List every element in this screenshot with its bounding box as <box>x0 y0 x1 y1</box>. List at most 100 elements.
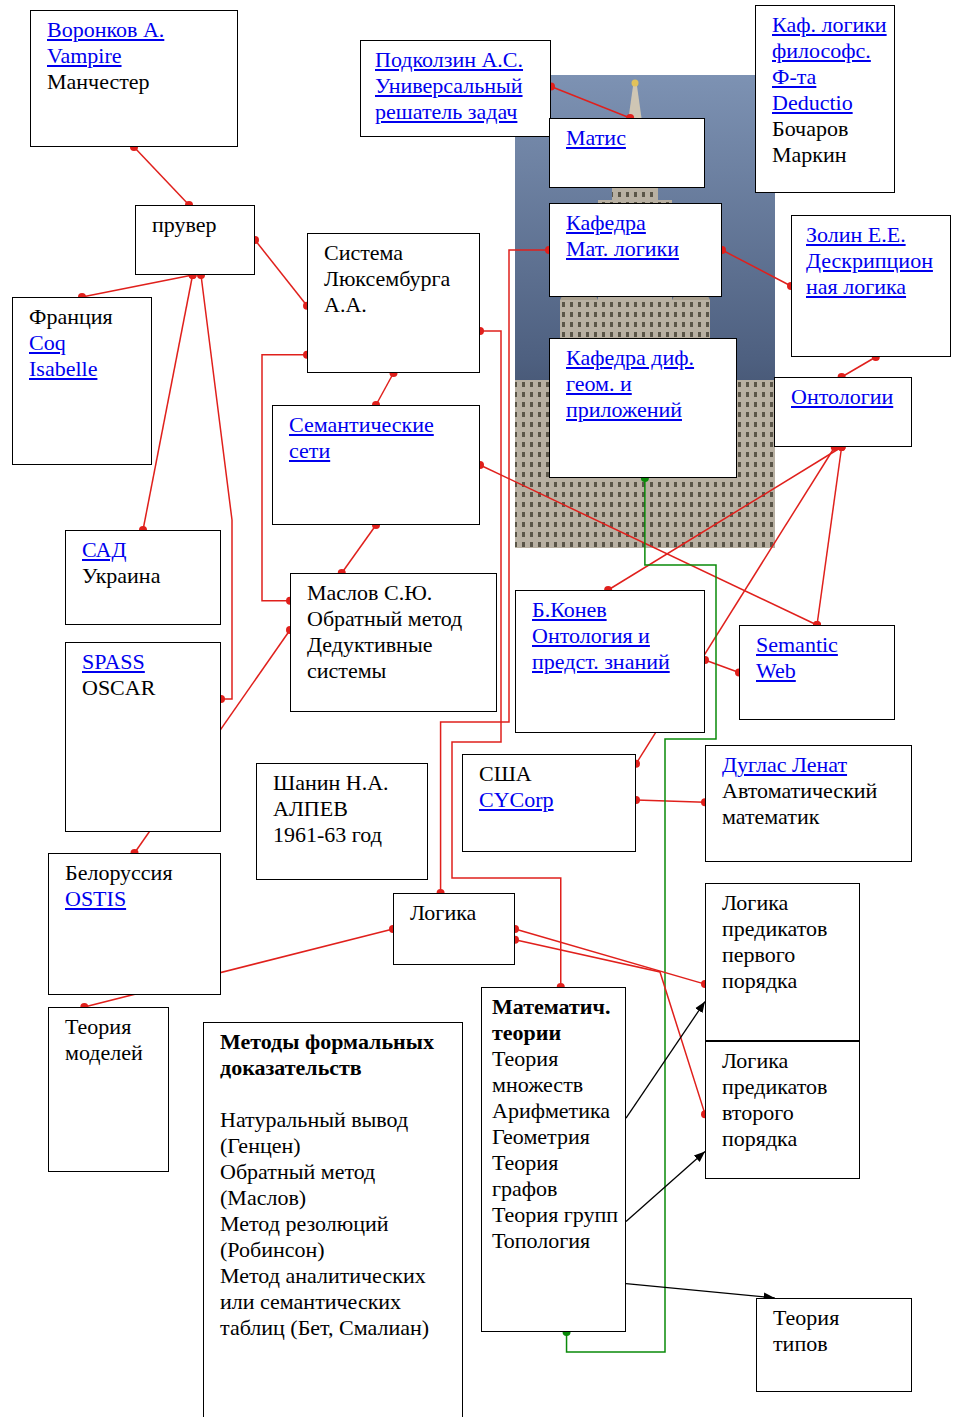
box-text: Дедуктивные системы <box>307 632 492 684</box>
box-text: Логика предикатов второго порядка <box>722 1048 852 1152</box>
box-text: Система Люксембурга А.А. <box>324 240 474 318</box>
link-text: Б.Конев <box>532 597 697 623</box>
connector-group <box>372 369 398 409</box>
connector <box>817 447 842 625</box>
connector-group <box>626 1002 705 1119</box>
connector <box>515 929 705 984</box>
topic-box: Онтологии <box>774 377 912 447</box>
topic-box: Дуглас ЛенатАвтоматический математик <box>705 745 912 862</box>
topic-box: Теория типов <box>756 1298 912 1392</box>
connector <box>82 275 193 297</box>
link-text: Дуглас Ленат <box>722 752 907 778</box>
connector <box>551 87 630 118</box>
link-text: Coq <box>29 330 147 356</box>
connector-group <box>626 1284 775 1298</box>
topic-box: Б.КоневОнтология и предст. знаний <box>515 590 705 733</box>
link-text: Vampire <box>47 43 232 69</box>
link-text: Semantic Web <box>756 632 866 684</box>
box-text: Теория моделей <box>65 1014 164 1066</box>
spire-star <box>632 80 639 87</box>
link-text: Deductio <box>772 90 890 116</box>
topic-box: Методы формальных доказательствНатуральн… <box>203 1022 463 1417</box>
connector <box>626 1151 705 1221</box>
link-text: Дескрипцион ная логика <box>806 248 946 300</box>
connector-group <box>197 271 232 703</box>
connector <box>342 525 376 573</box>
topic-box: Шанин Н.А.АЛПЕВ1961-63 год <box>256 763 428 880</box>
topic-box: SPASSOSCAR <box>65 642 221 832</box>
topic-box: прувер <box>135 205 255 275</box>
link-text: Онтология и предст. знаний <box>532 623 697 675</box>
link-text: САД <box>82 537 212 563</box>
connector <box>705 660 739 672</box>
topic-box: Теория моделей <box>48 1007 169 1172</box>
box-text: Теория групп <box>492 1202 621 1228</box>
link-text: Isabelle <box>29 356 147 382</box>
connector-group <box>701 656 743 676</box>
box-text: АЛПЕВ <box>273 796 423 822</box>
link-text: Воронков А. <box>47 17 232 43</box>
box-text: Методы формальных доказательств <box>220 1029 452 1081</box>
box-text: Арифметика <box>492 1098 621 1124</box>
topic-box: Воронков А.VampireМанчестер <box>30 10 238 147</box>
topic-box: БелоруссияOSTIS <box>48 853 221 995</box>
link-text: Кафедра Мат. логики <box>566 210 693 262</box>
box-text: Метод резолюций (Робинсон) <box>220 1211 452 1263</box>
topic-box: Кафедра диф. геом. и приложений <box>549 338 737 478</box>
box-text: Логика предикатов первого порядка <box>722 890 852 994</box>
topic-box: САДУкраина <box>65 530 221 625</box>
connector-group <box>130 143 193 209</box>
link-text: Кафедра диф. геом. и приложений <box>566 345 706 423</box>
connector-group <box>511 925 709 988</box>
box-text: Белоруссия <box>65 860 215 886</box>
link-text: CYCorp <box>479 787 629 813</box>
link-text: Подколзин А.С. <box>375 47 545 73</box>
box-text: Геометрия <box>492 1124 621 1150</box>
topic-box: Логика <box>393 893 515 965</box>
link-text: OSTIS <box>65 886 215 912</box>
connector-group <box>718 246 795 290</box>
box-text: Маслов С.Ю. <box>307 580 492 606</box>
box-text: Франция <box>29 304 147 330</box>
connector-group <box>626 1151 705 1221</box>
box-text: Бочаров <box>772 116 890 142</box>
connector <box>636 800 705 802</box>
topic-box: ФранцияCoqIsabelle <box>12 297 152 465</box>
topic-box: Маслов С.Ю.Обратный методДедуктивные сис… <box>290 573 497 712</box>
box-text: Автоматический математик <box>722 778 907 830</box>
connector-group <box>813 443 846 629</box>
box-text: Теория графов <box>492 1150 621 1202</box>
box-text: Логика <box>410 900 510 926</box>
box-text: Украина <box>82 563 212 589</box>
topic-box: Логика предикатов первого порядка <box>705 883 860 1041</box>
topic-box: Подколзин А.С.Универсальный решатель зад… <box>360 40 551 137</box>
topic-box: Система Люксембурга А.А. <box>307 233 480 373</box>
box-text: Шанин Н.А. <box>273 770 423 796</box>
link-text: Матис <box>566 125 696 151</box>
box-text: Метод аналитических или семантических та… <box>220 1263 452 1341</box>
connector <box>842 357 876 377</box>
topic-box: Логика предикатов второго порядка <box>705 1041 860 1179</box>
connector-group <box>338 521 380 577</box>
topic-box: Математич. теорииТеория множествАрифмети… <box>481 987 626 1332</box>
box-text: Топология <box>492 1228 621 1254</box>
box-text: Теория типов <box>773 1305 883 1357</box>
connector-group <box>547 83 634 122</box>
box-text: Натуральный вывод (Генцен) <box>220 1107 452 1159</box>
connector <box>255 240 307 306</box>
link-text: Золин Е.Е. <box>806 222 946 248</box>
link-text: SPASS <box>82 649 212 675</box>
topic-box: СШАCYCorp <box>462 754 636 852</box>
connector-group <box>251 236 311 310</box>
connector <box>376 373 394 405</box>
box-text: США <box>479 761 629 787</box>
photo-sky <box>515 75 775 548</box>
connector <box>626 1284 775 1298</box>
connector <box>201 275 232 699</box>
box-text: Обратный метод <box>307 606 492 632</box>
box-text: OSCAR <box>82 675 212 701</box>
topic-box: Semantic Web <box>739 625 895 720</box>
box-text: прувер <box>152 212 250 238</box>
